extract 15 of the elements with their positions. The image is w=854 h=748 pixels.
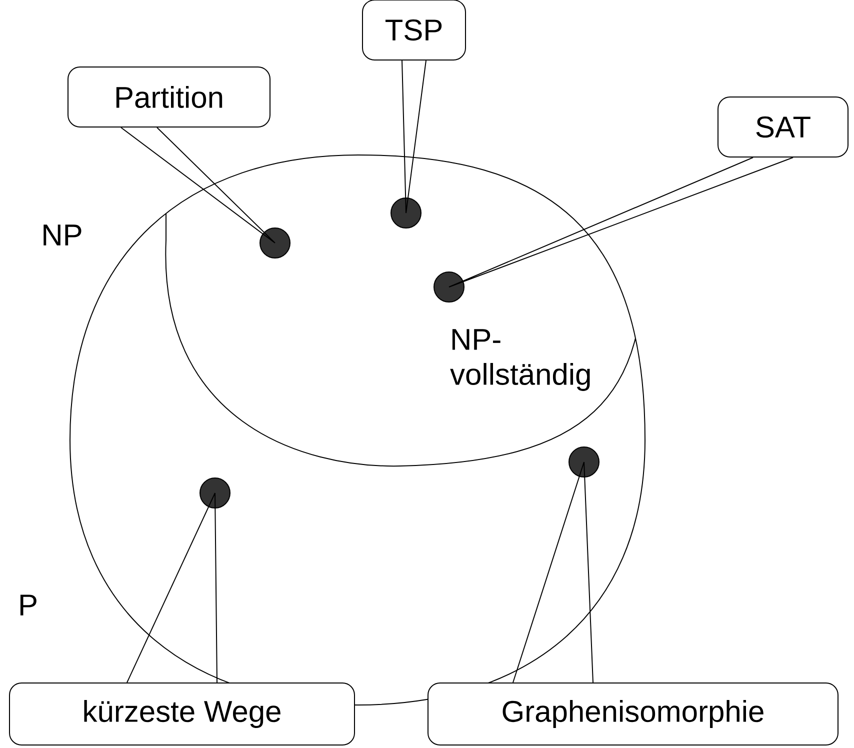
callout-box: TSP: [362, 0, 466, 60]
callout-pointer: [126, 492, 218, 683]
dot: [434, 272, 464, 302]
callout-box: kürzeste Wege: [9, 682, 355, 746]
callout-box: SAT: [718, 96, 848, 158]
callout-pointer: [448, 157, 794, 288]
callout-box: Partition: [68, 66, 270, 128]
callout-pointer: [120, 127, 276, 244]
callout-pointer: [402, 60, 426, 214]
region-label: P: [20, 594, 36, 616]
dot: [260, 228, 290, 258]
callout-box: Graphenisomorphie: [428, 682, 838, 746]
dot: [200, 478, 230, 508]
dot: [390, 198, 422, 228]
dot: [568, 446, 600, 478]
